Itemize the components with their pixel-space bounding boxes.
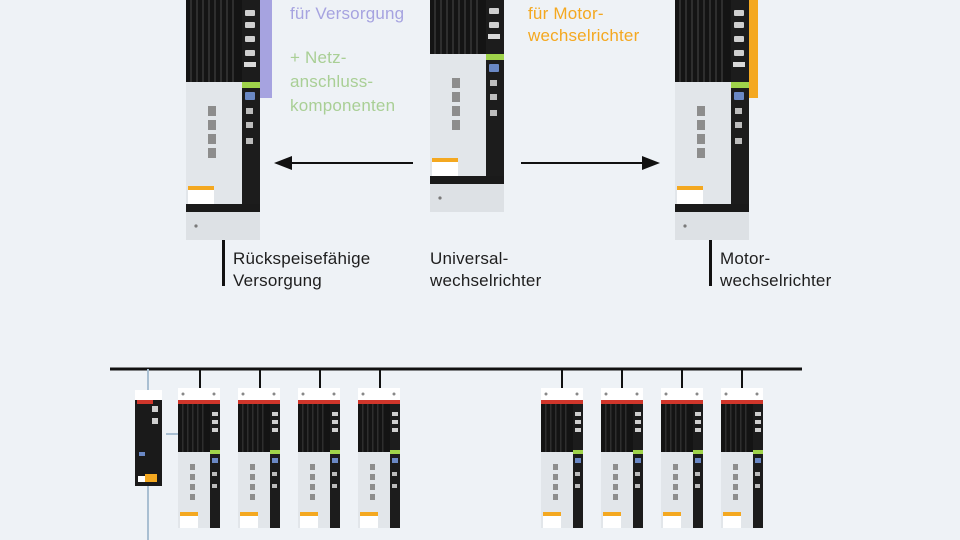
arrow-right-icon <box>521 156 660 170</box>
note-motor-2: wechselrichter <box>528 26 640 45</box>
label-stem-right <box>709 240 712 286</box>
label-motor-line2: wechselrichter <box>720 271 832 290</box>
supply-color-bar <box>260 0 272 98</box>
note-supply-connect-1: + Netz- <box>290 48 347 67</box>
note-motor-1: für Motor- <box>528 4 604 23</box>
motor-color-bar <box>749 0 758 98</box>
label-universal-line2: wechselrichter <box>430 271 542 290</box>
label-universal-line1: Universal- <box>430 249 509 268</box>
module-motor-inverter <box>675 0 758 240</box>
note-supply: für Versorgung <box>290 4 405 23</box>
module-universal-inverter <box>430 0 504 212</box>
label-stem-left <box>222 240 225 286</box>
label-supply-line2: Versorgung <box>233 271 322 290</box>
label-motor-line1: Motor- <box>720 249 771 268</box>
label-supply-line1: Rückspeisefähige <box>233 249 371 268</box>
right-inverter-group <box>541 369 763 528</box>
note-supply-connect-3: komponenten <box>290 96 396 115</box>
module-supply <box>186 0 272 240</box>
arrow-left-icon <box>274 156 413 170</box>
small-supply-module <box>135 390 162 486</box>
note-supply-connect-2: anschluss- <box>290 72 374 91</box>
left-inverter-group <box>166 369 400 528</box>
